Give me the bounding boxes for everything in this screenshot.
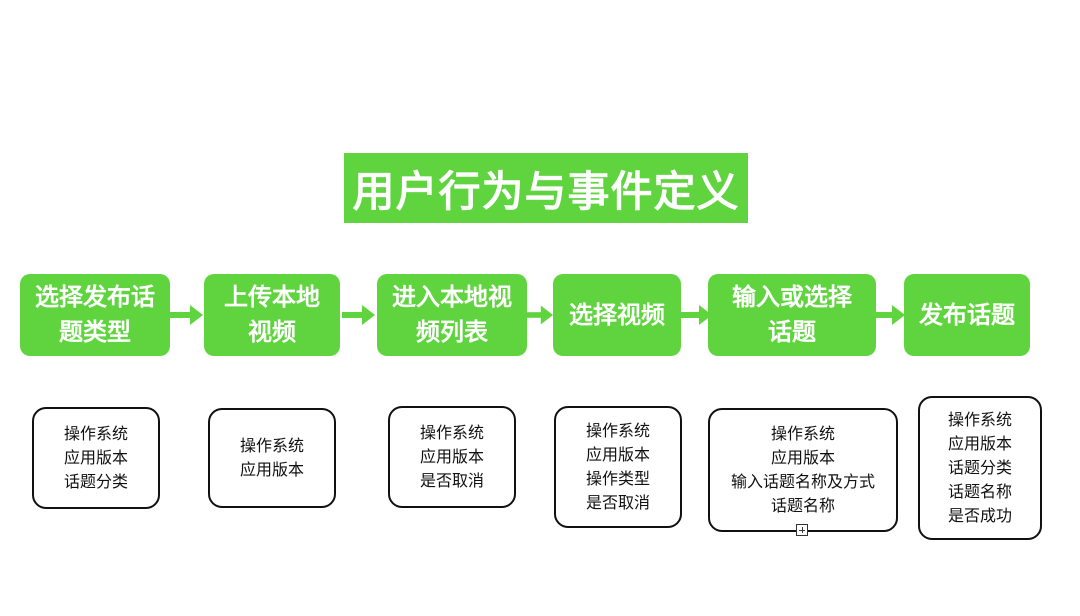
step-enter-or-select-topic: 输入或选择 话题 (708, 274, 876, 356)
field-label: 操作系统 (63, 424, 128, 443)
field-label: 话题名称 (947, 482, 1012, 501)
field-label: 操作系统 (419, 423, 484, 442)
field-label: 是否取消 (585, 493, 650, 512)
field-label: 是否取消 (419, 471, 484, 490)
field-label: 操作系统 (239, 436, 304, 455)
event-fields-card: 操作系统 应用版本 话题分类 (32, 407, 160, 509)
field-label: 话题分类 (947, 458, 1012, 477)
field-label: 操作系统 (770, 424, 835, 443)
flow-arrow-icon (342, 305, 375, 325)
field-label: 话题分类 (63, 472, 128, 491)
event-fields-card: 操作系统 应用版本 输入话题名称及方式 话题名称 (708, 408, 898, 532)
field-label: 输入话题名称及方式 (730, 472, 875, 491)
flow-arrow-icon (522, 305, 554, 325)
step-select-video: 选择视频 (553, 274, 681, 356)
field-label: 是否成功 (947, 506, 1012, 525)
field-label: 应用版本 (419, 447, 484, 466)
diagram-title: 用户行为与事件定义 (344, 153, 748, 223)
event-fields-card: 操作系统 应用版本 (208, 408, 336, 508)
expand-plus-icon[interactable] (796, 524, 808, 536)
field-label: 应用版本 (770, 448, 835, 467)
flow-arrow-icon (170, 305, 203, 325)
field-label: 操作类型 (585, 469, 650, 488)
field-label: 操作系统 (947, 410, 1012, 429)
field-label: 应用版本 (239, 460, 304, 479)
field-label: 应用版本 (63, 448, 128, 467)
step-select-topic-type: 选择发布话 题类型 (20, 274, 170, 356)
field-label: 话题名称 (770, 496, 835, 515)
step-upload-local-video: 上传本地 视频 (204, 274, 340, 356)
flow-arrow-icon (679, 305, 712, 325)
step-publish-topic: 发布话题 (904, 274, 1030, 356)
field-label: 应用版本 (585, 445, 650, 464)
event-fields-card: 操作系统 应用版本 操作类型 是否取消 (554, 406, 682, 528)
field-label: 应用版本 (947, 434, 1012, 453)
step-open-local-video-list: 进入本地视 频列表 (377, 274, 527, 356)
event-fields-card: 操作系统 应用版本 是否取消 (388, 406, 516, 508)
field-label: 操作系统 (585, 421, 650, 440)
flow-arrow-icon (872, 305, 905, 325)
event-fields-card: 操作系统 应用版本 话题分类 话题名称 是否成功 (918, 396, 1042, 540)
